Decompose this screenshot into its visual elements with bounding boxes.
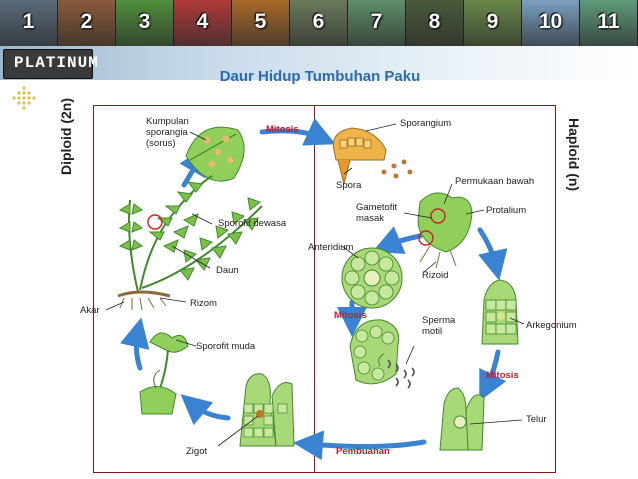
open-anteridium-image: [349, 319, 400, 385]
arkegonium-image: [481, 279, 519, 345]
arrow-protalium-to-anteridium: [372, 226, 423, 254]
nav-tile-number: 2: [80, 10, 93, 33]
nav-tile-number: 6: [312, 10, 325, 33]
sorus-leaf-image: [185, 126, 245, 182]
nav-tile-11[interactable]: 11: [580, 0, 638, 46]
arrow-arkegonium-to-telur: [479, 349, 507, 402]
arrow-muda-up: [120, 317, 150, 371]
label-sporangia: sporangia: [146, 127, 188, 138]
dots-grid-icon: [12, 86, 36, 110]
label-sporofit-dewasa: Sporofit dewasa: [218, 218, 287, 229]
label-telur: Telur: [526, 414, 547, 425]
nav-tile-number: 8: [428, 10, 441, 33]
nav-tile-4[interactable]: 4: [174, 0, 232, 46]
label-mitosis-top: Mitosis: [266, 124, 299, 135]
nav-tile-9[interactable]: 9: [464, 0, 522, 46]
label-pembuahan: Pembuahan: [336, 446, 390, 457]
label-spora: Spora: [336, 180, 362, 191]
nav-tile-2[interactable]: 2: [58, 0, 116, 46]
label-protalium: Protalium: [486, 205, 527, 216]
platinum-logo: PLATINUM: [3, 49, 98, 79]
diploid-haploid-divider: [314, 105, 315, 473]
label-daun: Daun: [216, 265, 239, 276]
nav-tile-3[interactable]: 3: [116, 0, 174, 46]
brand-bar: [0, 46, 638, 80]
label-sperma: Sperma: [422, 315, 456, 326]
arrow-protalium-to-arkegonium: [477, 227, 508, 281]
label-anteridium: Anteridium: [308, 242, 354, 253]
nav-tile-number: 11: [597, 10, 620, 33]
nav-tile-7[interactable]: 7: [348, 0, 406, 46]
nav-tile-8[interactable]: 8: [406, 0, 464, 46]
nav-tile-number: 1: [22, 10, 35, 33]
label-akar: Akar: [80, 305, 100, 316]
label-rizoid: Rizoid: [422, 270, 449, 281]
label-kumpulan: Kumpulan: [146, 116, 189, 127]
label-motil: motil: [422, 326, 443, 337]
nav-tile-1[interactable]: 1: [0, 0, 58, 46]
nav-tile-number: 3: [138, 10, 151, 33]
young-sporophyte-image: [139, 332, 189, 415]
label-zigot: Zigot: [186, 446, 208, 457]
zygote-image: [239, 373, 295, 447]
egg-archegonium-image: [439, 387, 485, 451]
arrow-sorus-to-sporangium: [259, 118, 336, 146]
label-permukaan-bawah: Permukaan bawah: [455, 176, 535, 187]
arrow-pembuahan: [293, 430, 427, 461]
nav-tile-number: 9: [486, 10, 499, 33]
label-sporangium: Sporangium: [400, 118, 452, 129]
nav-tile-number: 4: [196, 10, 209, 33]
top-navigation-bar: 1 2 3 4 5 6 7 8 9 10 11: [0, 0, 638, 46]
nav-tile-6[interactable]: 6: [290, 0, 348, 46]
logo-text: PLATINUM: [14, 54, 99, 72]
sperm-image: [387, 359, 415, 389]
label-masak: masak: [356, 213, 384, 224]
label-rizom: Rizom: [190, 298, 217, 309]
anteridium-image: [341, 247, 403, 309]
label-arkegonium: Arkegonium: [526, 320, 577, 331]
cycle-arrows: [120, 118, 508, 461]
label-mitosis-mid: Mitosis: [334, 310, 367, 321]
pointer-lines: [105, 123, 525, 447]
diagram-title: Daur Hidup Tumbuhan Paku: [219, 68, 421, 85]
nav-tile-10[interactable]: 10: [522, 0, 580, 46]
nav-tile-number: 10: [538, 10, 563, 33]
label-sorus: (sorus): [146, 138, 176, 149]
arrow-zigot-to-muda: [180, 394, 231, 426]
cycle-frame: [93, 105, 556, 473]
label-gametofit: Gametofit: [356, 202, 398, 213]
label-mitosis-low: Mitosis: [486, 370, 519, 381]
mature-fern-image: [117, 175, 263, 311]
label-sporofit-muda: Sporofit muda: [196, 341, 256, 352]
nav-tile-number: 7: [370, 10, 383, 33]
nav-tile-number: 5: [254, 10, 267, 33]
nav-tile-5[interactable]: 5: [232, 0, 290, 46]
protalium-image: [417, 192, 473, 269]
sporangium-image: [332, 127, 413, 185]
